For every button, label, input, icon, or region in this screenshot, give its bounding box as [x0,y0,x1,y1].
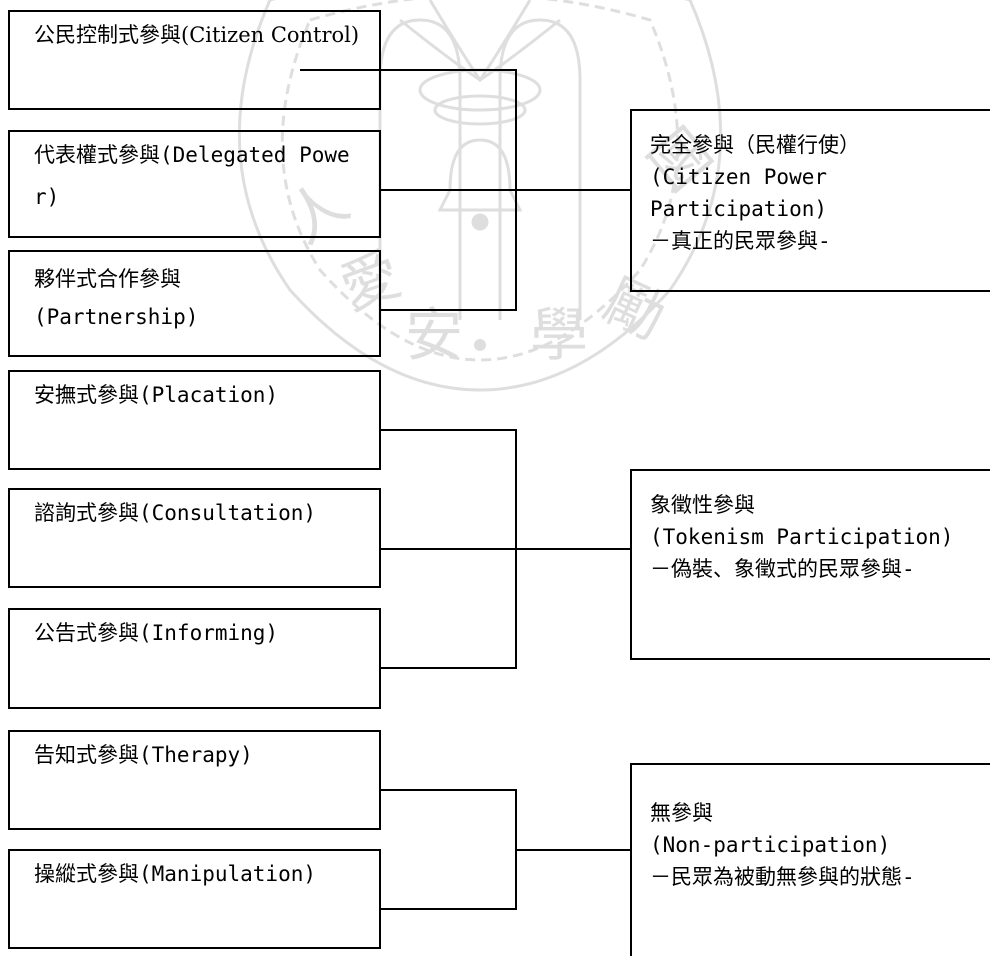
level-label-consultation: 諮詢式參與(Consultation) [34,501,317,525]
level-box-citizen-control: 公民控制式參與(Citizen Control) [8,10,381,110]
category-title-citizen-power: 完全參與（民權行使） [650,133,860,157]
category-box-citizen-power: 完全參與（民權行使） (Citizen Power Participation)… [630,109,990,292]
level-label-placation: 安撫式參與(Placation) [34,383,279,407]
level-label-partnership-cn: 夥伴式合作參與 [34,267,181,291]
category-english-non-participation: (Non-participation) [650,833,891,857]
category-title-non-participation: 無參與 [650,801,713,825]
category-desc-tokenism: －偽裝、象徵式的民眾參與- [650,557,915,581]
category-english-tokenism: (Tokenism Participation) [650,525,954,549]
connector-line [381,309,517,311]
connector-line [300,69,517,71]
svg-text:安: 安 [405,301,463,369]
level-box-placation: 安撫式參與(Placation) [8,370,381,470]
connector-line [381,429,517,431]
level-box-therapy: 告知式參與(Therapy) [8,730,381,830]
university-seal-watermark: 人 愛 安 學 勵 國 [237,0,724,392]
connector-line [381,189,517,191]
level-label-informing: 公告式參與(Informing) [34,621,279,645]
level-label-partnership-en: (Partnership) [34,305,199,329]
connector-line [515,548,632,550]
level-box-manipulation: 操縱式參與(Manipulation) [8,849,381,949]
connector-line [515,849,632,851]
connector-line [381,789,517,791]
svg-text:學: 學 [530,301,588,369]
level-label-delegated-power: 代表權式參與(Delegated Power) [34,143,350,209]
level-box-delegated-power: 代表權式參與(Delegated Power) [8,130,381,238]
category-desc-non-participation: －民眾為被動無參與的狀態- [650,865,915,889]
level-label-manipulation: 操縱式參與(Manipulation) [34,862,317,886]
level-label-therapy: 告知式參與(Therapy) [34,743,253,767]
connector-line [381,667,517,669]
connector-line [515,189,632,191]
category-title-tokenism: 象徵性參與 [650,493,755,517]
level-label-citizen-control: 公民控制式參與(Citizen Control) [34,23,360,47]
category-box-non-participation: 無參與 (Non-participation) －民眾為被動無參與的狀態- [630,763,990,956]
category-english-citizen-power: (Citizen Power Participation) [650,165,828,221]
category-box-tokenism: 象徵性參與 (Tokenism Participation) －偽裝、象徵式的民… [630,469,990,660]
level-box-consultation: 諮詢式參與(Consultation) [8,488,381,588]
category-desc-citizen-power: －真正的民眾參與- [650,229,831,253]
level-box-informing: 公告式參與(Informing) [8,608,381,709]
connector-line [381,548,517,550]
level-box-partnership: 夥伴式合作參與 (Partnership) [8,250,381,357]
connector-line [381,908,517,910]
